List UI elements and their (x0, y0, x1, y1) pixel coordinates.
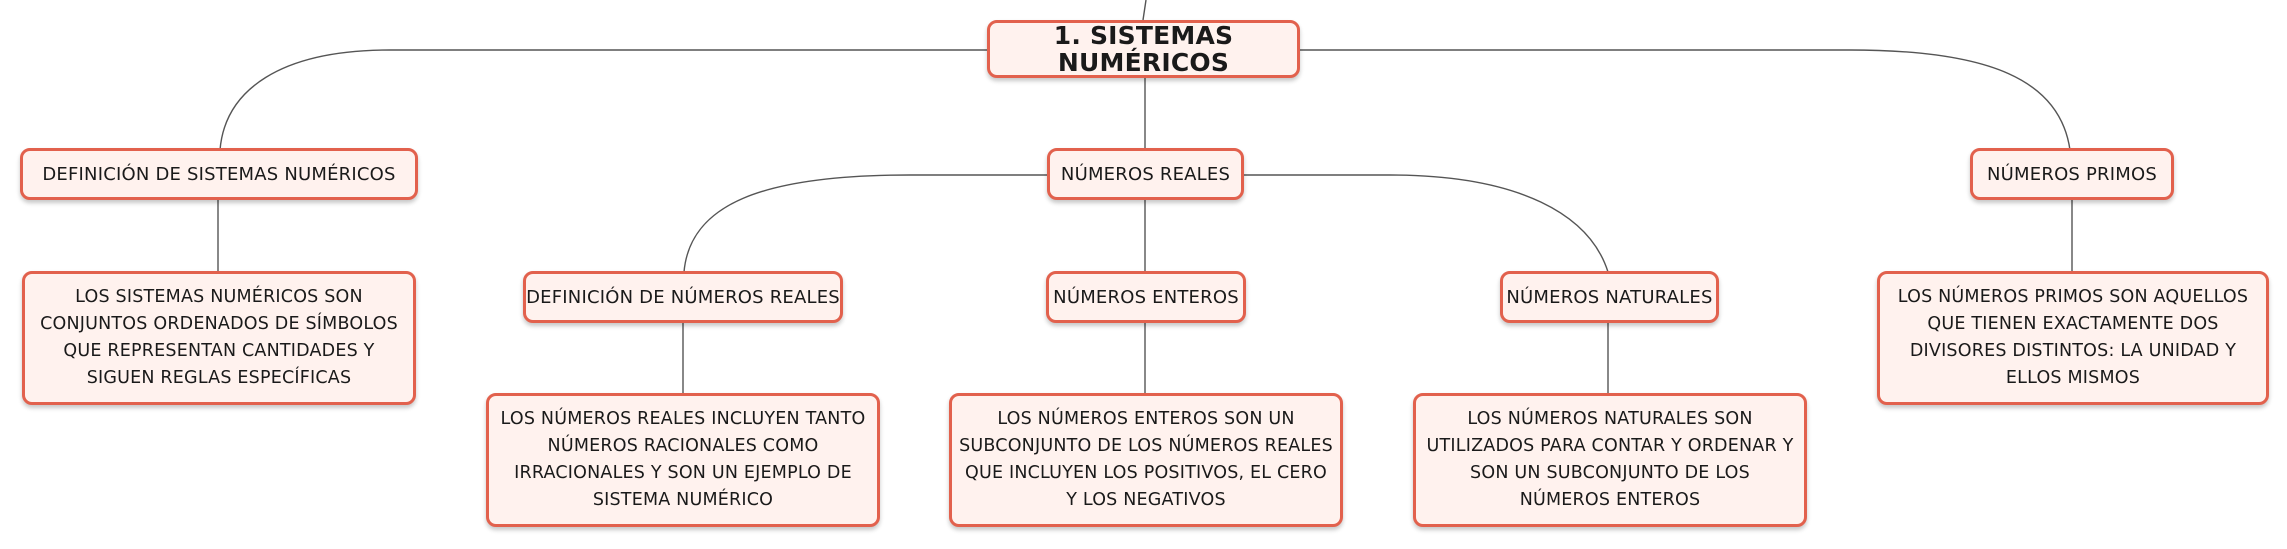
node-numeros-reales-label: NÚMEROS REALES (1060, 163, 1231, 185)
node-numeros-enteros[interactable]: NÚMEROS ENTEROS (1046, 271, 1246, 323)
node-definicion-sistemas-label: DEFINICIÓN DE SISTEMAS NUMÉRICOS (42, 163, 396, 185)
node-numeros-primos-label: NÚMEROS PRIMOS (1987, 163, 2157, 185)
node-numeros-reales[interactable]: NÚMEROS REALES (1047, 148, 1244, 200)
definicion-sistemas-description-text: LOS SISTEMAS NUMÉRICOS SON CONJUNTOS ORD… (40, 287, 398, 388)
node-numeros-naturales-description[interactable]: LOS NÚMEROS NATURALES SON UTILIZADOS PAR… (1413, 393, 1807, 527)
numeros-primos-description-text: LOS NÚMEROS PRIMOS SON AQUELLOS QUE TIEN… (1897, 287, 2249, 388)
node-numeros-enteros-description[interactable]: LOS NÚMEROS ENTEROS SON UN SUBCONJUNTO D… (949, 393, 1343, 527)
numeros-naturales-description-text: LOS NÚMEROS NATURALES SON UTILIZADOS PAR… (1426, 409, 1794, 510)
node-definicion-sistemas-description[interactable]: LOS SISTEMAS NUMÉRICOS SON CONJUNTOS ORD… (22, 271, 416, 405)
connector-reales-definicion-reales (683, 174, 1047, 273)
connector-root-primos (1300, 49, 2071, 151)
node-numeros-enteros-label: NÚMEROS ENTEROS (1053, 286, 1239, 308)
root-label: 1. SISTEMAS NUMÉRICOS (1053, 21, 1234, 77)
definicion-numeros-reales-description-text: LOS NÚMEROS REALES INCLUYEN TANTO NÚMERO… (500, 409, 866, 510)
node-numeros-naturales[interactable]: NÚMEROS NATURALES (1500, 271, 1719, 323)
node-numeros-primos-description[interactable]: LOS NÚMEROS PRIMOS SON AQUELLOS QUE TIEN… (1877, 271, 2269, 405)
node-numeros-naturales-label: NÚMEROS NATURALES (1506, 286, 1713, 308)
connector-top-stub (1142, 0, 1147, 21)
node-definicion-sistemas[interactable]: DEFINICIÓN DE SISTEMAS NUMÉRICOS (20, 148, 418, 200)
node-numeros-primos[interactable]: NÚMEROS PRIMOS (1970, 148, 2174, 200)
root-node[interactable]: 1. SISTEMAS NUMÉRICOS (987, 20, 1300, 78)
connector-reales-naturales (1243, 174, 1609, 273)
node-definicion-numeros-reales-description[interactable]: LOS NÚMEROS REALES INCLUYEN TANTO NÚMERO… (486, 393, 880, 527)
node-definicion-numeros-reales-label: DEFINICIÓN DE NÚMEROS REALES (526, 286, 840, 308)
node-definicion-numeros-reales[interactable]: DEFINICIÓN DE NÚMEROS REALES (523, 271, 843, 323)
connector-root-definicion (219, 49, 987, 151)
numeros-enteros-description-text: LOS NÚMEROS ENTEROS SON UN SUBCONJUNTO D… (959, 409, 1333, 510)
